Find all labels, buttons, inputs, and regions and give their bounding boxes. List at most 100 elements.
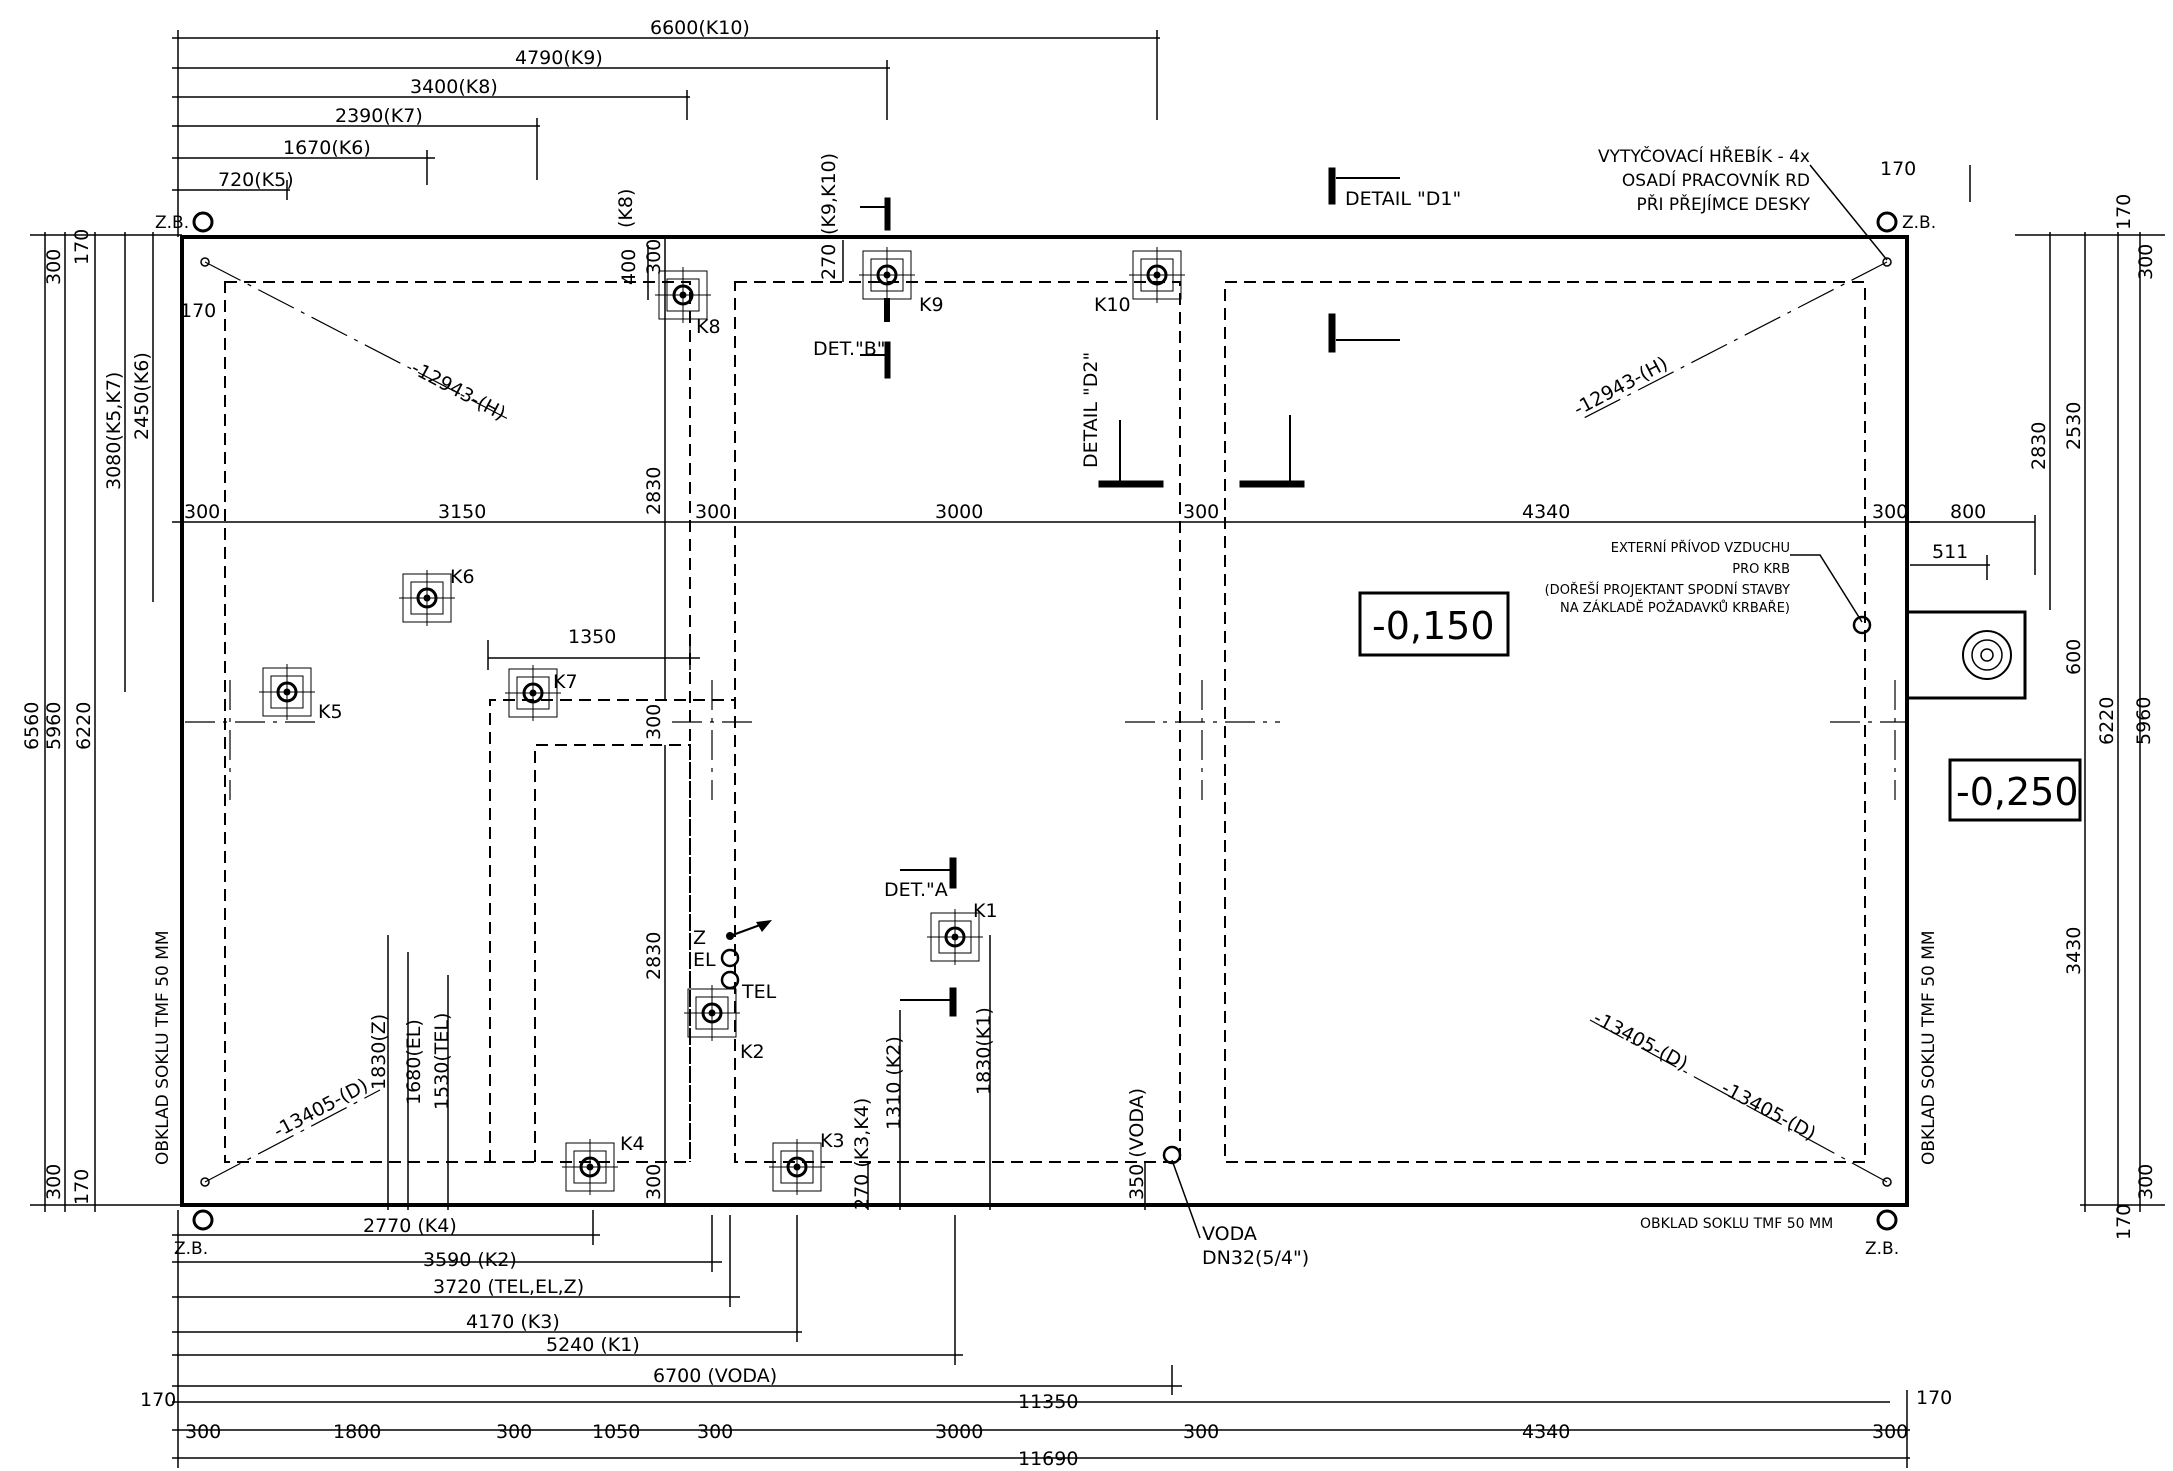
level-box-annex [1948, 758, 2082, 822]
pile-symbol [684, 985, 740, 1041]
level-box-main [1358, 591, 1510, 657]
dim-511: 511 [1932, 541, 1968, 563]
dim-k3: 4170 (K3) [466, 1311, 560, 1333]
dim-11690: 11690 [1018, 1448, 1078, 1470]
note-air-2: PRO KRB [1732, 562, 1790, 577]
dim-1680el: 1680(EL) [403, 1019, 425, 1105]
pile-symbol [769, 1139, 825, 1195]
annex-outline [1905, 610, 2027, 700]
dim-2830-inner: 2830 [643, 467, 665, 515]
dim-6220-right: 6220 [2096, 697, 2118, 745]
pile-symbol [859, 247, 915, 303]
seg-3: 3000 [935, 501, 983, 523]
seg-1: 3150 [438, 501, 486, 523]
dim-voda: 6700 (VODA) [653, 1365, 777, 1387]
slab-outline [180, 235, 1909, 1207]
label-k8: K8 [696, 316, 721, 338]
label-k7: K7 [553, 671, 578, 693]
dim-270-top: 270 [818, 244, 840, 280]
dim-2830-inner-b: 2830 [643, 932, 665, 980]
dim-5960-right: 5960 [2133, 697, 2155, 745]
label-tel: TEL [741, 981, 777, 1003]
note-air-3: (DOŘEŠÍ PROJEKTANT SPODNÍ STAVBY [1545, 582, 1790, 598]
dim-1350: 1350 [568, 626, 616, 648]
dim-400: 400 [618, 249, 640, 285]
diag-h-right: -12943-(H) [1570, 353, 1672, 421]
detail-a: DET."A" [884, 879, 957, 901]
dim-170-rightbot: 170 [2113, 1204, 2135, 1240]
dim-170-topright: 170 [1880, 158, 1916, 180]
label-k5: K5 [318, 701, 343, 723]
dim-270k34: 270 (K3,K4) [851, 1098, 873, 1210]
dim-3080: 3080(K5,K7) [103, 372, 125, 490]
dim-k2: 3590 (K2) [423, 1249, 517, 1271]
dim-k8: 3400(K8) [410, 76, 498, 98]
dim-170-righttop: 170 [2113, 194, 2135, 230]
corner-nails [200, 257, 1892, 1187]
top-dimension-texts: 6600(K10) 4790(K9) 3400(K8) 2390(K7) 167… [218, 17, 750, 191]
label-el: EL [693, 949, 716, 971]
bseg-2: 300 [496, 1421, 532, 1443]
diagonals [204, 261, 1888, 1183]
dim-800: 800 [1950, 501, 1986, 523]
seg-6: 300 [1872, 501, 1908, 523]
diag-d-right1: -13405-(D) [1590, 1007, 1692, 1075]
dim-2830-right: 2830 [2028, 422, 2050, 470]
label-k3: K3 [820, 1130, 845, 1152]
dim-k1: 5240 (K1) [546, 1334, 640, 1356]
zb-bottom-right: Z.B. [1865, 1239, 1899, 1259]
dim-k4: 2770 (K4) [363, 1215, 457, 1237]
seg-4: 300 [1183, 501, 1219, 523]
axis-lines [185, 680, 1905, 800]
dim-170-right: 170 [1916, 1387, 1952, 1409]
seg-0: 300 [184, 501, 220, 523]
leaders [1171, 164, 1971, 1239]
dim-6220: 6220 [73, 702, 95, 750]
seg-2: 300 [695, 501, 731, 523]
utility-points [720, 615, 1872, 1165]
level-main: -0,150 [1372, 604, 1495, 648]
dim-170-leftbot: 170 [71, 1169, 93, 1205]
dim-3430: 3430 [2063, 927, 2085, 975]
label-k6: K6 [450, 566, 475, 588]
dim-k7: 2390(K7) [335, 105, 423, 127]
label-k9: K9 [919, 294, 944, 316]
zb-top-right: Z.B. [1902, 213, 1936, 233]
dim-300-inner-top: 300 [643, 239, 665, 275]
pile-symbol [505, 665, 561, 721]
zb-top-left: Z.B. [155, 213, 189, 233]
pile-symbol [1129, 247, 1185, 303]
seg-5: 4340 [1522, 501, 1570, 523]
segment-texts: 300 3150 300 3000 300 4340 300 1350 [184, 501, 1908, 648]
dim-tel: 3720 (TEL,EL,Z) [433, 1276, 584, 1298]
detail-labels: DETAIL "D1" DETAIL "D2" DET."A" DET."B" [813, 188, 1461, 901]
utility-labels: Z EL TEL VODA DN32(5/4") [693, 927, 1309, 1269]
dim-300-rightbot: 300 [2135, 1164, 2157, 1200]
dim-2530: 2530 [2063, 402, 2085, 450]
diagonal-labels: -12943-(H) -12943-(H) -13405-(D) -13405-… [270, 353, 1819, 1146]
dim-11350: 11350 [1018, 1391, 1078, 1413]
bseg-1: 1800 [333, 1421, 381, 1443]
bseg-3: 1050 [592, 1421, 640, 1443]
detail-b: DET."B" [813, 338, 886, 360]
dim-350voda: 350 (VODA) [1126, 1088, 1148, 1200]
pile-symbol [655, 267, 711, 323]
bseg-0: 300 [185, 1421, 221, 1443]
diag-h-left: -12943-(H) [408, 357, 510, 425]
dim-300-inner-bot: 300 [643, 1164, 665, 1200]
dim-1830z: 1830(Z) [368, 1014, 390, 1090]
pile-labels: K1 K2 K3 K4 K5 K6 K7 K8 K9 K10 [318, 294, 1131, 1155]
label-k9k10-dim: (K9,K10) [818, 153, 840, 235]
pile-symbol [259, 664, 315, 720]
dim-170-left: 170 [140, 1389, 176, 1411]
note-nail-1: VYTYČOVACÍ HŘEBÍK - 4x [1598, 145, 1810, 167]
dim-k9: 4790(K9) [515, 47, 603, 69]
bseg-4: 300 [697, 1421, 733, 1443]
dim-1530tel: 1530(TEL) [431, 1013, 453, 1110]
label-voda: VODA [1202, 1223, 1257, 1245]
bseg-6: 300 [1183, 1421, 1219, 1443]
notes: VYTYČOVACÍ HŘEBÍK - 4x OSADÍ PRACOVNÍK R… [153, 145, 1939, 1259]
dim-300-leftbot: 300 [43, 1164, 65, 1200]
air-intake-symbol [1962, 630, 2012, 680]
